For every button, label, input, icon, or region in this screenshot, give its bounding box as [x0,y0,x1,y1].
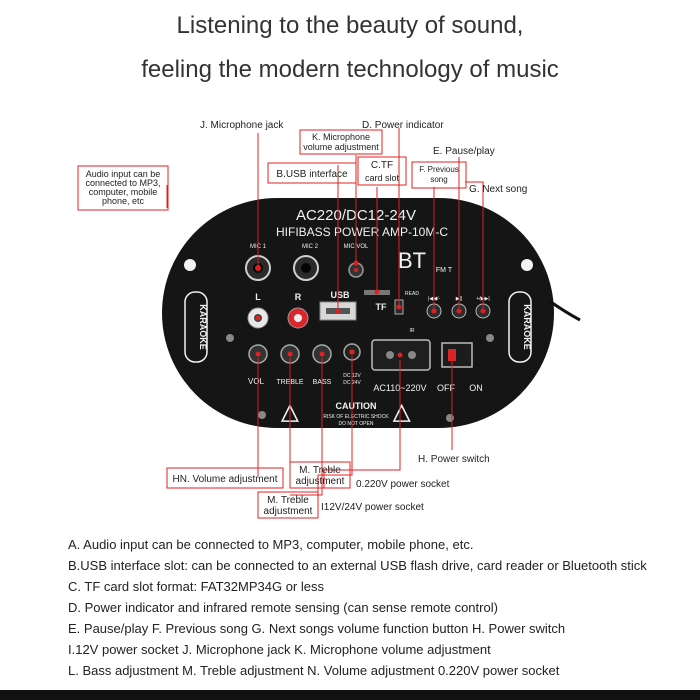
mount-hole-left [184,259,196,271]
ac-pin-right [408,351,416,359]
label-ir: IR [410,328,415,334]
screw-bottom-left [258,411,266,419]
description-l-o: L. Bass adjustment M. Treble adjustment … [68,663,560,678]
screw-left [226,334,234,342]
marker-play [456,308,462,314]
screw-right [486,334,494,342]
label-l: L [255,292,261,302]
callout-a1: Audio input can be [86,169,161,179]
description-d: D. Power indicator and infrared remote s… [68,600,498,615]
red-markers [255,260,486,358]
description-a: A. Audio input can be connected to MP3, … [68,537,474,552]
callout-m2b: adjustment [264,506,313,517]
callout-m1a: M. Treble [299,465,341,476]
box-f [411,161,467,189]
label-usb: USB [330,290,350,300]
callout-k1: K. Microphone [312,132,370,142]
label-vol: VOL [248,377,265,386]
description-c: C. TF card slot format: FAT32MP34G or le… [68,579,324,594]
box-c [357,156,407,186]
mic-jack-2-hole [301,263,311,273]
marker-vol [255,351,261,357]
callout-a3: computer, mobile [89,187,158,197]
model-line-2: HIFIBASS POWER AMP-10M-C [276,225,448,239]
marker-mic-vol [353,260,359,266]
label-caution: CAUTION [336,401,377,411]
box-b [267,162,357,184]
description-e-h: E. Pause/play F. Previous song G. Next s… [68,621,566,636]
callout-a2: connected to MP3, [85,178,160,188]
marker-switch [449,352,455,358]
marker-prev [431,308,437,314]
description-b: B.USB interface slot: can be connected t… [68,558,647,573]
box-m1 [289,461,351,489]
callout-h: H. Power switch [418,454,490,465]
box-m2 [257,491,319,519]
callout-hn: HN. Volume adjustment [172,474,277,485]
mount-hole-right [521,259,533,271]
marker-treble [287,351,293,357]
screw-bottom-right [446,414,454,422]
bottom-border [0,690,700,700]
callout-k2: volume adjustment [303,142,379,152]
label-bt: BT [398,248,426,273]
karaoke-label-right: KARAOKE [522,304,532,350]
label-do-not-open: DO NOT OPEN [339,421,374,427]
marker-ac [397,352,403,358]
karaoke-label-left: KARAOKE [198,304,208,350]
label-off: OFF [437,383,455,393]
box-k [299,129,383,155]
label-r: R [295,292,302,302]
callout-b: B.USB interface [276,169,348,180]
marker-rca [255,315,261,321]
rca-input-right-core [294,314,302,322]
label-mic2: MIC 2 [302,244,319,250]
warning-triangle-right [392,403,411,422]
karaoke-badge-left [184,291,208,363]
headline-line-2: feeling the modern technology of music [141,56,559,83]
mic-volume-knob-dot [354,268,358,272]
marker-bass [319,351,325,357]
line-m2 [290,358,323,496]
board-cable [547,298,581,322]
description-i-k: I.12V power socket J. Microphone jack K.… [68,642,491,657]
marker-usb [335,308,341,314]
callout-f2: song [430,175,447,184]
callout-a4: phone, etc [102,196,145,206]
line-o [323,360,401,488]
label-shock-warning: RISK OF ELECTRIC SHOCK [323,414,389,420]
label-on: ON [469,383,483,393]
callout-c2: card slot [365,173,400,183]
callout-m1b: adjustment [296,476,345,487]
callout-j: J. Microphone jack [200,120,284,131]
callout-texts: J. Microphone jack D. Power indicator K.… [85,120,527,517]
marker-tf [374,289,380,295]
marker-mic-jack [255,265,261,271]
callout-e: E. Pause/play [433,146,495,157]
marker-dc [349,349,355,355]
callout-o: 0.220V power socket [356,479,450,490]
amplifier-board-diagram: KARAOKE KARAOKE AC220/DC12-24V HIFIBASS … [77,120,581,519]
callout-f1: F. Previous [419,165,459,174]
callout-d: D. Power indicator [362,120,444,131]
label-tf: TF [376,302,387,312]
callout-boxes [77,129,467,519]
karaoke-badge-right [508,291,532,363]
box-audio-input [77,165,169,211]
line-g [465,181,484,308]
callout-i: I12V/24V power socket [321,502,424,513]
label-read: READ [405,291,419,297]
label-fmt: FM T [436,267,453,274]
amplifier-board: KARAOKE KARAOKE AC220/DC12-24V HIFIBASS … [162,198,554,428]
marker-led [396,304,402,310]
callout-g: G. Next song [469,184,527,195]
callout-m2a: M. Treble [267,495,309,506]
ac-pin-left [386,351,394,359]
marker-next [480,308,486,314]
power-switch[interactable] [441,342,473,368]
headline-line-1: Listening to the beauty of sound, [176,12,524,39]
box-hn [166,467,284,489]
callout-c1: C.TF [371,160,393,171]
